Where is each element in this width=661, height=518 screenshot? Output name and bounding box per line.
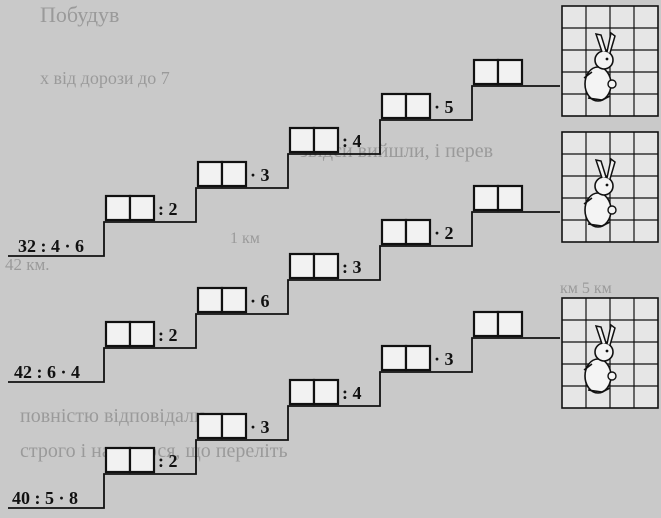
- answer-box-tens[interactable]: [198, 162, 222, 186]
- answer-box-ones[interactable]: [406, 94, 430, 118]
- operation-label: : 3: [342, 257, 362, 277]
- answer-box-tens[interactable]: [198, 288, 222, 312]
- answer-box-ones[interactable]: [130, 448, 154, 472]
- operation-label: · 3: [434, 349, 454, 369]
- answer-box-ones[interactable]: [406, 220, 430, 244]
- answer-box-ones[interactable]: [498, 312, 522, 336]
- answer-box-tens[interactable]: [382, 346, 406, 370]
- answer-box-ones[interactable]: [130, 322, 154, 346]
- operation-label: : 2: [158, 199, 178, 219]
- answer-box-ones[interactable]: [314, 128, 338, 152]
- answer-box-ones[interactable]: [314, 380, 338, 404]
- operation-label: · 3: [250, 417, 270, 437]
- answer-box-tens[interactable]: [290, 380, 314, 404]
- answer-box-tens[interactable]: [382, 94, 406, 118]
- staircase-line: [8, 212, 560, 382]
- staircase-problem-1: 32 : 4 · 6 : 2 · 3 : 4 · 5: [8, 6, 658, 256]
- answer-box-ones[interactable]: [222, 162, 246, 186]
- answer-box-tens[interactable]: [474, 60, 498, 84]
- operation-label: · 2: [434, 223, 454, 243]
- staircase-line: [8, 338, 560, 508]
- staircase-problem-2: 42 : 6 · 4 : 2 · 6 : 3 · 2: [8, 132, 658, 382]
- answer-box-ones[interactable]: [498, 186, 522, 210]
- operation-label: : 2: [158, 451, 178, 471]
- answer-box-ones[interactable]: [406, 346, 430, 370]
- operation-label: : 4: [342, 131, 362, 151]
- operation-label: · 6: [250, 291, 270, 311]
- start-expression: 32 : 4 · 6: [18, 236, 84, 256]
- operation-label: : 2: [158, 325, 178, 345]
- answer-box-tens[interactable]: [290, 128, 314, 152]
- answer-box-tens[interactable]: [106, 448, 130, 472]
- start-expression: 42 : 6 · 4: [14, 362, 80, 382]
- answer-box-ones[interactable]: [222, 288, 246, 312]
- answer-box-ones[interactable]: [222, 414, 246, 438]
- answer-box-tens[interactable]: [106, 196, 130, 220]
- operation-label: · 5: [434, 97, 454, 117]
- start-expression: 40 : 5 · 8: [12, 488, 78, 508]
- answer-box-ones[interactable]: [498, 60, 522, 84]
- answer-box-tens[interactable]: [382, 220, 406, 244]
- answer-box-tens[interactable]: [290, 254, 314, 278]
- rabbit-grid-2: [562, 132, 658, 242]
- answer-box-ones[interactable]: [130, 196, 154, 220]
- operation-label: · 3: [250, 165, 270, 185]
- answer-box-tens[interactable]: [106, 322, 130, 346]
- rabbit-grid-1: [562, 6, 658, 116]
- operation-label: : 4: [342, 383, 362, 403]
- answer-box-tens[interactable]: [198, 414, 222, 438]
- answer-box-ones[interactable]: [314, 254, 338, 278]
- staircase-line: [8, 86, 560, 256]
- answer-box-tens[interactable]: [474, 312, 498, 336]
- rabbit-grid-3: [562, 298, 658, 408]
- answer-box-tens[interactable]: [474, 186, 498, 210]
